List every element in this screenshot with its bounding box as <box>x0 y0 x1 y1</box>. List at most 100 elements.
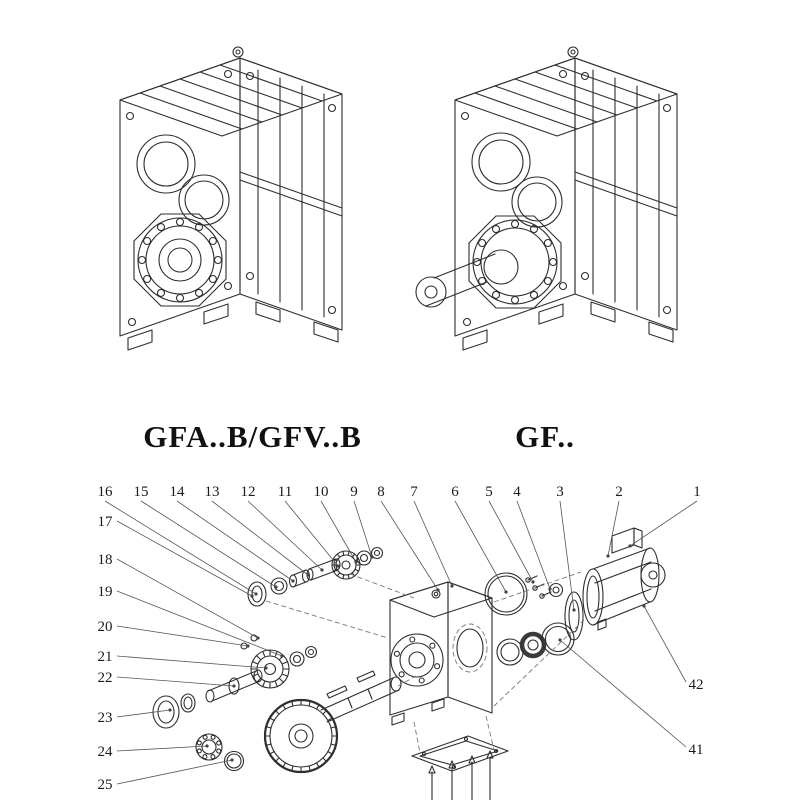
part-number: 12 <box>241 484 256 500</box>
leader-line <box>116 520 253 597</box>
leader-dot <box>246 644 250 648</box>
gearbox-figure-gf <box>398 4 728 399</box>
part-number: 5 <box>485 484 493 500</box>
model-label-gf: GF.. <box>515 419 575 454</box>
leader-line <box>454 500 507 593</box>
part-number: 11 <box>278 484 292 500</box>
part-number: 9 <box>350 484 358 500</box>
alignment-lines <box>265 571 585 754</box>
gearbox-housing-gf <box>415 46 678 351</box>
leader-dot <box>320 568 324 572</box>
gearbox-figure-gfab <box>88 4 398 399</box>
leader-dot <box>642 604 646 608</box>
part-number: 13 <box>205 484 220 500</box>
leader-dot <box>291 579 295 583</box>
part-number: 19 <box>98 584 113 600</box>
leader-line <box>559 500 575 611</box>
part-number: 10 <box>314 484 329 500</box>
part-number: 7 <box>410 484 418 500</box>
part-number: 8 <box>377 484 385 500</box>
leader-line <box>353 500 373 558</box>
leader-line <box>116 745 208 752</box>
leader-dot <box>250 594 254 598</box>
input-shaft-parts <box>247 546 384 607</box>
flange-bolt-ring <box>137 217 223 303</box>
part-number: 16 <box>98 484 114 500</box>
leader-line <box>104 500 257 595</box>
leader-line <box>116 759 233 785</box>
leader-line <box>176 500 294 582</box>
gearbox-drawing-gfab <box>119 46 343 351</box>
leader-dot <box>306 573 310 577</box>
flange-side-parts <box>484 572 584 666</box>
leader-dot <box>280 654 284 658</box>
leader-dot <box>436 588 440 592</box>
exploded-parts-diagram: 1615141312111098765432117181920212223242… <box>98 484 704 800</box>
leader-dot <box>354 560 358 564</box>
intermediate-gear-parts <box>152 634 318 772</box>
leader-dot <box>254 592 258 596</box>
part-number: 6 <box>451 484 459 500</box>
leader-dot <box>336 564 340 568</box>
part-number: 2 <box>615 484 623 500</box>
part-number: 15 <box>134 484 149 500</box>
part-number: 21 <box>98 649 113 665</box>
leader-line <box>629 500 698 547</box>
leader-line <box>116 655 267 669</box>
output-gear-shaft <box>263 670 402 774</box>
leader-line <box>643 605 687 683</box>
part-number: 18 <box>98 552 113 568</box>
part-number: 20 <box>98 619 113 635</box>
part-number: 24 <box>98 744 114 760</box>
leader-dot <box>504 590 508 594</box>
leader-dot <box>256 636 260 640</box>
leader-line <box>413 500 453 587</box>
part-number: 25 <box>98 777 113 793</box>
leader-line <box>488 500 534 583</box>
leader-dot <box>548 587 552 591</box>
leader-dot <box>168 708 172 712</box>
part-number: 17 <box>98 514 114 530</box>
part-number: 4 <box>513 484 521 500</box>
leader-line <box>116 625 249 647</box>
model-label-gfab: GFA..B/GFV..B <box>143 419 362 454</box>
gearbox-housing-gfab <box>119 46 343 351</box>
leader-dot <box>230 758 234 762</box>
leader-line <box>247 500 323 571</box>
part-number: 1 <box>693 484 701 500</box>
leader-line <box>559 639 687 748</box>
part-number: 22 <box>98 670 113 686</box>
part-number: 3 <box>556 484 564 500</box>
leader-line <box>284 500 339 567</box>
leader-dot <box>232 684 236 688</box>
part-number: 23 <box>98 710 113 726</box>
leader-line <box>116 590 283 657</box>
leader-line <box>380 500 439 591</box>
part-number: 42 <box>689 677 704 693</box>
leader-dot <box>205 744 209 748</box>
leader-line <box>116 558 259 639</box>
leader-line <box>320 500 357 563</box>
housing <box>389 581 493 726</box>
leader-line <box>607 500 620 557</box>
part-number: 41 <box>689 742 704 758</box>
leader-line <box>140 500 277 588</box>
leader-dot <box>274 585 278 589</box>
gearbox-drawing-gf <box>415 46 678 351</box>
leader-line <box>116 676 235 687</box>
leader-dot <box>370 555 374 559</box>
leader-dot <box>264 666 268 670</box>
leader-line <box>516 500 551 590</box>
leader-dot <box>606 554 610 558</box>
leader-dot <box>572 608 576 612</box>
leader-dot <box>558 638 562 642</box>
base-gasket <box>411 735 509 800</box>
leader-dot <box>450 584 454 588</box>
motor <box>582 527 666 631</box>
flange-bolt-ring <box>472 219 558 305</box>
leader-dot <box>628 544 632 548</box>
exploded-parts <box>152 527 666 800</box>
leader-line <box>116 709 171 718</box>
part-number: 14 <box>170 484 186 500</box>
